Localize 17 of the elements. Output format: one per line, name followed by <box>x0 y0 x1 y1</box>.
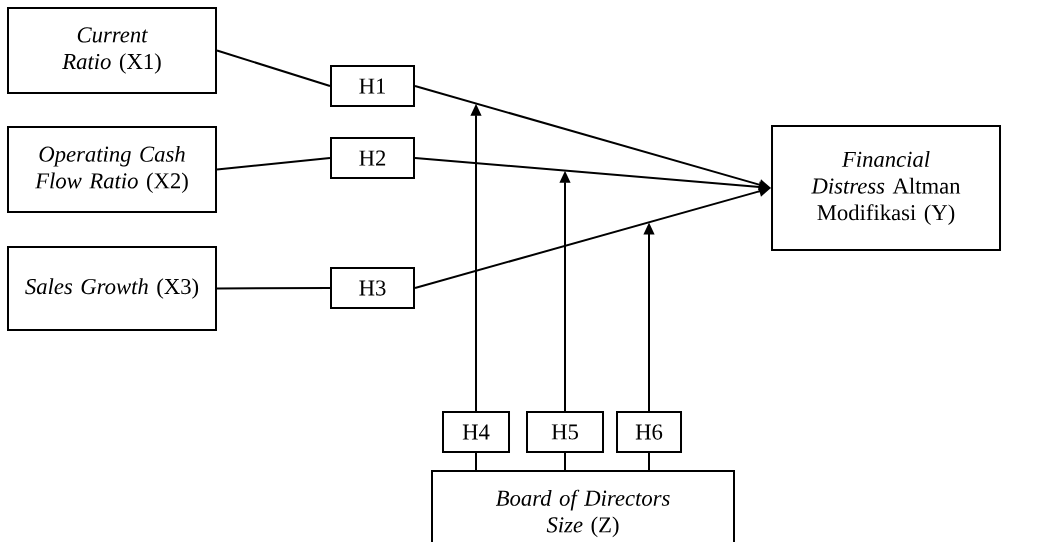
connector-line <box>564 452 566 471</box>
connector-line <box>648 452 650 471</box>
hypothesis-box: H1 <box>330 65 415 107</box>
variable-box: Financial Distress Altman Modifikasi (Y) <box>771 125 1001 251</box>
hypothesis-box: H6 <box>616 411 682 453</box>
connector-line <box>216 157 331 171</box>
variable-box: Sales Growth (X3) <box>7 246 217 331</box>
hypothesis-box: H3 <box>330 267 415 309</box>
connector-line <box>216 287 331 290</box>
connector-line <box>475 452 477 471</box>
hypothesis-box: H2 <box>330 137 415 179</box>
hypothesis-box: H5 <box>526 411 604 453</box>
connector-line <box>216 49 331 87</box>
hypothesis-box: H4 <box>442 411 510 453</box>
variable-box: Current Ratio (X1) <box>7 7 217 94</box>
variable-box: Operating Cash Flow Ratio (X2) <box>7 126 217 213</box>
variable-box: Board of Directors Size (Z) <box>431 470 735 542</box>
